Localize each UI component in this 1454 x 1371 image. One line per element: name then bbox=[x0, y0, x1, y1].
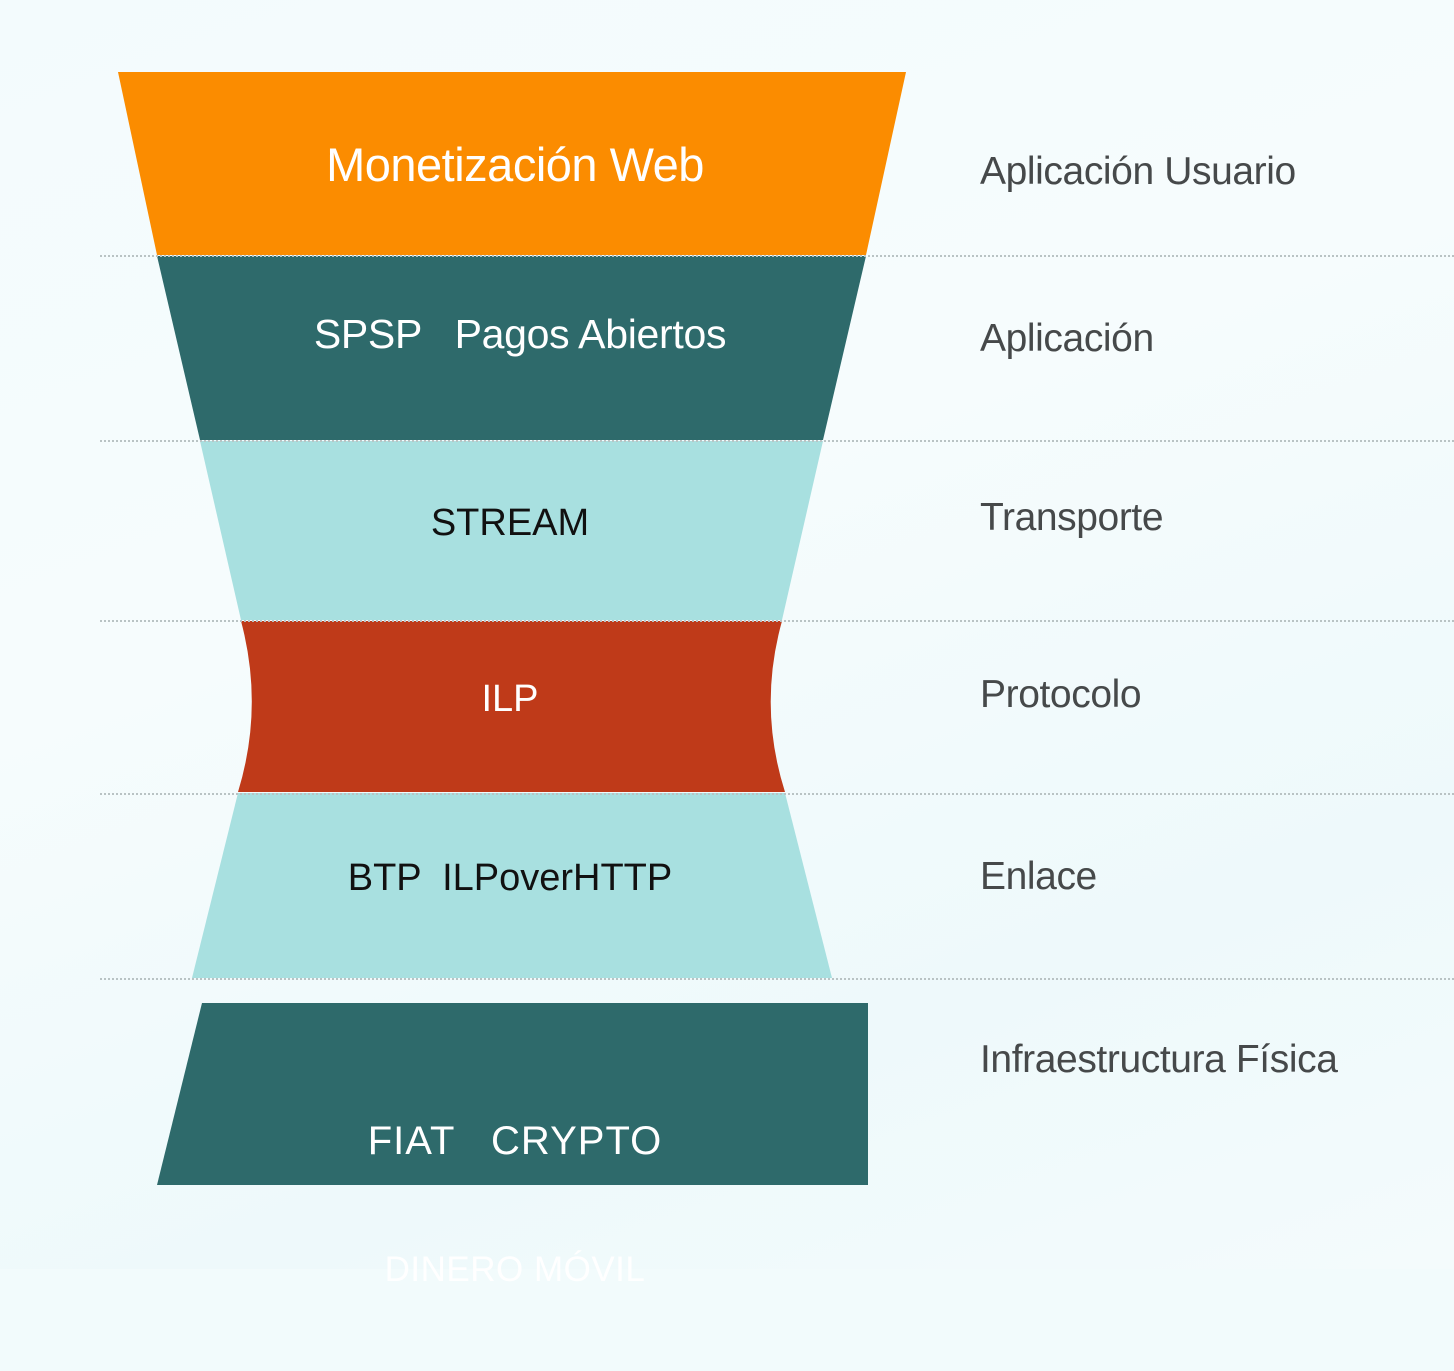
divider-line bbox=[100, 440, 1454, 442]
divider-line bbox=[100, 978, 1454, 980]
layer-shape-spsp bbox=[157, 256, 866, 440]
layer-shape-infraestructura bbox=[157, 1003, 868, 1185]
side-label-protocolo: Protocolo bbox=[980, 673, 1142, 716]
layer-shape-btp bbox=[192, 793, 832, 978]
side-label-transporte: Transporte bbox=[980, 496, 1164, 539]
side-label-infraestructura-fisica: Infraestructura Física bbox=[980, 1038, 1338, 1081]
layer-shape-monetizacion-web bbox=[118, 72, 906, 255]
divider-line bbox=[100, 255, 1454, 257]
divider-line bbox=[100, 620, 1454, 622]
divider-line bbox=[100, 793, 1454, 795]
side-label-aplicacion-usuario: Aplicación Usuario bbox=[980, 150, 1296, 193]
side-label-aplicacion: Aplicación bbox=[980, 317, 1154, 360]
layer-shape-ilp bbox=[238, 621, 785, 792]
protocol-stack-diagram: Monetización Web SPSP Pagos Abiertos STR… bbox=[0, 0, 1454, 1289]
funnel-shapes bbox=[118, 72, 906, 1185]
layer-shape-stream bbox=[200, 441, 823, 620]
side-label-enlace: Enlace bbox=[980, 855, 1097, 898]
